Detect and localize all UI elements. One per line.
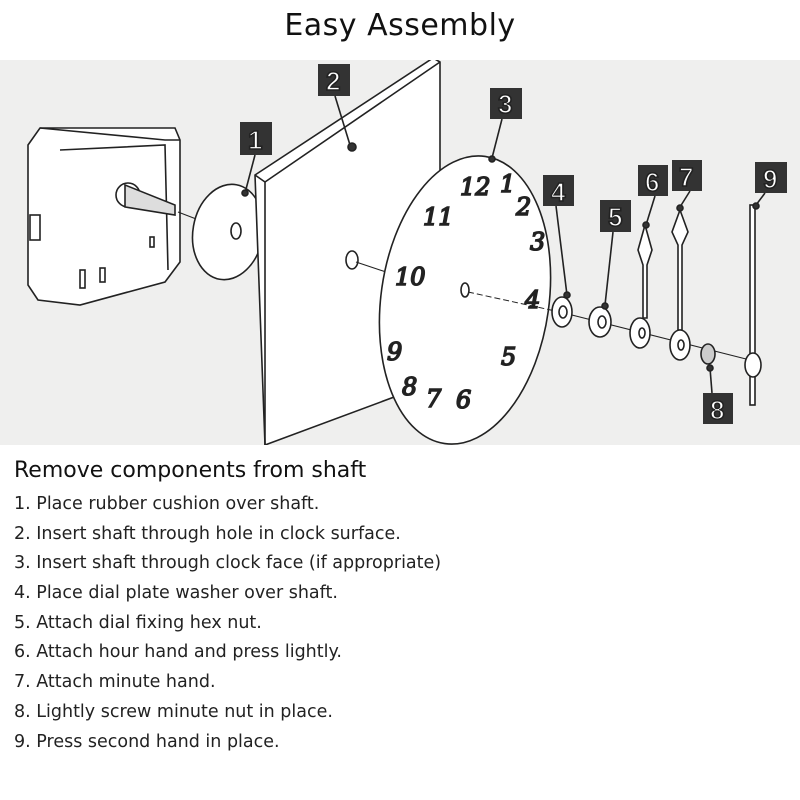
svg-text:4: 4 [551, 177, 566, 207]
step-item: 2. Insert shaft through hole in clock su… [14, 523, 401, 544]
clock-movement [27, 127, 231, 306]
dial-numeral: 9 [387, 338, 402, 366]
dial-numeral: 11 [423, 203, 454, 231]
label-2: 2 [318, 64, 357, 152]
step-item: 9. Press second hand in place. [14, 731, 280, 752]
label-4: 4 [543, 175, 574, 299]
svg-text:5: 5 [608, 202, 622, 232]
svg-text:9: 9 [763, 164, 777, 194]
clock-face: 12 1 2 3 4 5 6 7 8 9 10 11 [378, 155, 561, 445]
dial-numeral: 4 [524, 286, 540, 314]
minute-nut [700, 343, 716, 365]
label-8: 8 [703, 364, 733, 426]
svg-text:1: 1 [248, 125, 262, 155]
dial-numeral: 12 [460, 173, 491, 201]
step-item: 3. Insert shaft through clock face (if a… [14, 553, 442, 574]
step-item: 6. Attach hour hand and press lightly. [14, 642, 342, 663]
step-item: 8. Lightly screw minute nut in place. [14, 701, 333, 722]
second-hand [744, 204, 762, 406]
svg-text:8: 8 [710, 395, 724, 425]
label-5: 5 [600, 200, 631, 310]
instructions-heading: Remove components from shaft [14, 458, 367, 483]
assembly-diagram: 12 1 2 3 4 5 6 7 8 9 10 11 1 2 3 4 5 6 7… [0, 57, 800, 447]
dial-numeral: 8 [402, 373, 417, 401]
dial-numeral: 7 [426, 385, 442, 413]
page-title: Easy Assembly [284, 8, 516, 43]
svg-text:2: 2 [326, 66, 340, 96]
hour-hand [629, 222, 653, 349]
label-9: 9 [752, 162, 787, 210]
label-7: 7 [672, 160, 702, 212]
dial-numeral: 3 [530, 228, 545, 256]
step-item: 1. Place rubber cushion over shaft. [14, 494, 320, 514]
minute-hand [669, 207, 691, 361]
dial-numeral: 2 [515, 193, 531, 221]
svg-text:7: 7 [679, 162, 693, 192]
label-3: 3 [488, 88, 522, 163]
dial-numeral: 1 [500, 170, 515, 198]
step-item: 7. Attach minute hand. [14, 672, 216, 693]
dial-numeral: 6 [456, 386, 471, 414]
step-item: 5. Attach dial fixing hex nut. [14, 612, 262, 633]
dial-numeral: 10 [395, 263, 426, 291]
svg-text:6: 6 [645, 167, 659, 197]
svg-text:3: 3 [498, 89, 512, 119]
step-item: 4. Place dial plate washer over shaft. [14, 583, 338, 604]
dial-numeral: 5 [501, 343, 516, 371]
part-labels: 1 2 3 4 5 6 7 8 9 [240, 64, 787, 426]
instruction-steps: 1. Place rubber cushion over shaft. 2. I… [14, 490, 441, 757]
label-6: 6 [638, 165, 668, 229]
label-1: 1 [240, 122, 272, 197]
